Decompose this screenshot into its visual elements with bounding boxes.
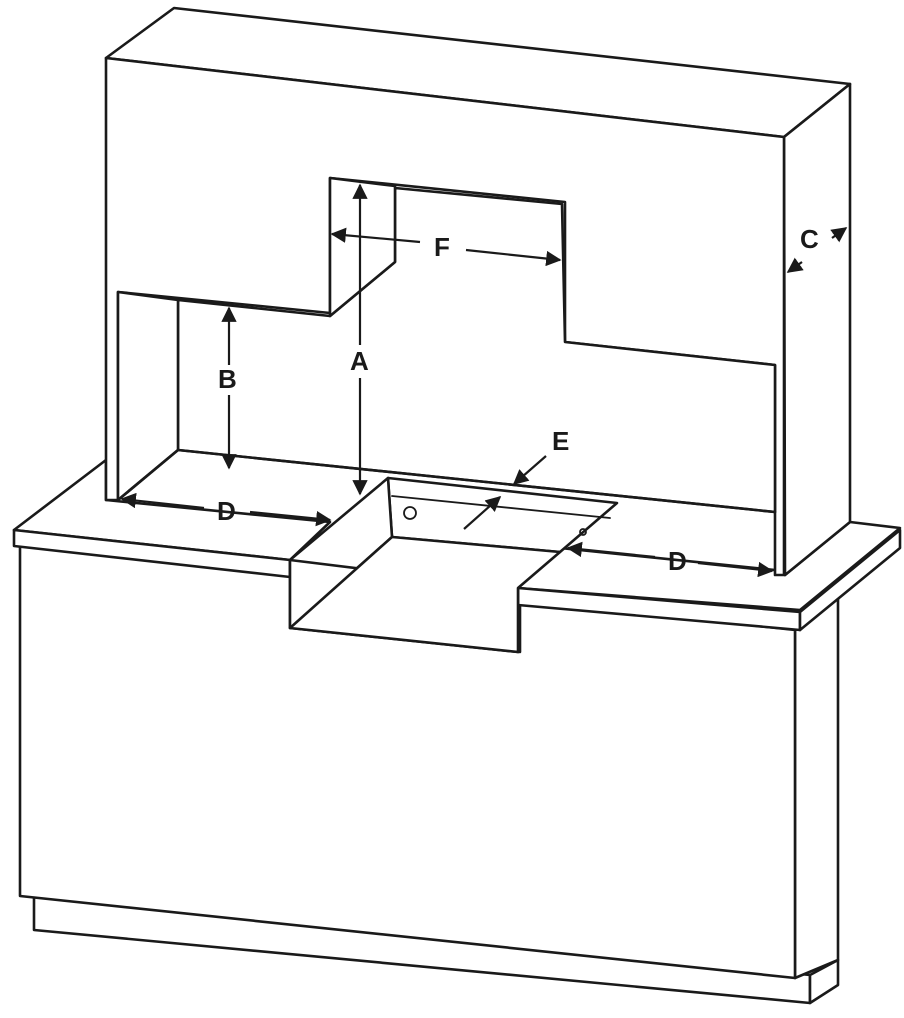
dimension-e-line [512,455,547,486]
dimension-d-left-line [120,492,205,510]
opening-floor-corner [116,448,180,502]
dimension-b-label: B [218,364,237,394]
enclosure-right-side [782,82,852,577]
well-pin [579,528,587,536]
base-cabinet [12,458,902,1005]
well-floor [288,535,562,654]
dimension-c-line-upper [830,227,848,243]
opening-floor-edge [176,448,777,514]
opening-left-wall [116,290,180,502]
dimension-f-label: F [434,232,450,262]
dimension-c-label: C [800,224,819,254]
dimension-d-right-label: D [668,546,687,576]
dimension-d-right-line-right [697,561,774,578]
dimension-e-label: E [552,426,569,456]
countertop-right-end [798,528,902,632]
dimension-d-left-label: D [217,496,236,526]
dimension-f-line [330,227,421,244]
dimension-d-right-line [566,541,656,559]
dimension-a-label: A [350,346,369,376]
opening-notch-side [328,176,397,318]
well-hole [403,506,417,520]
dimension-d-left-line-right [249,510,332,527]
dimension-e-line-lower [463,495,502,530]
dimension-c-line [786,257,804,273]
upper-enclosure [104,6,852,577]
dimensions: A B C D D E F [120,183,848,578]
dimension-f-line-right [465,248,562,267]
